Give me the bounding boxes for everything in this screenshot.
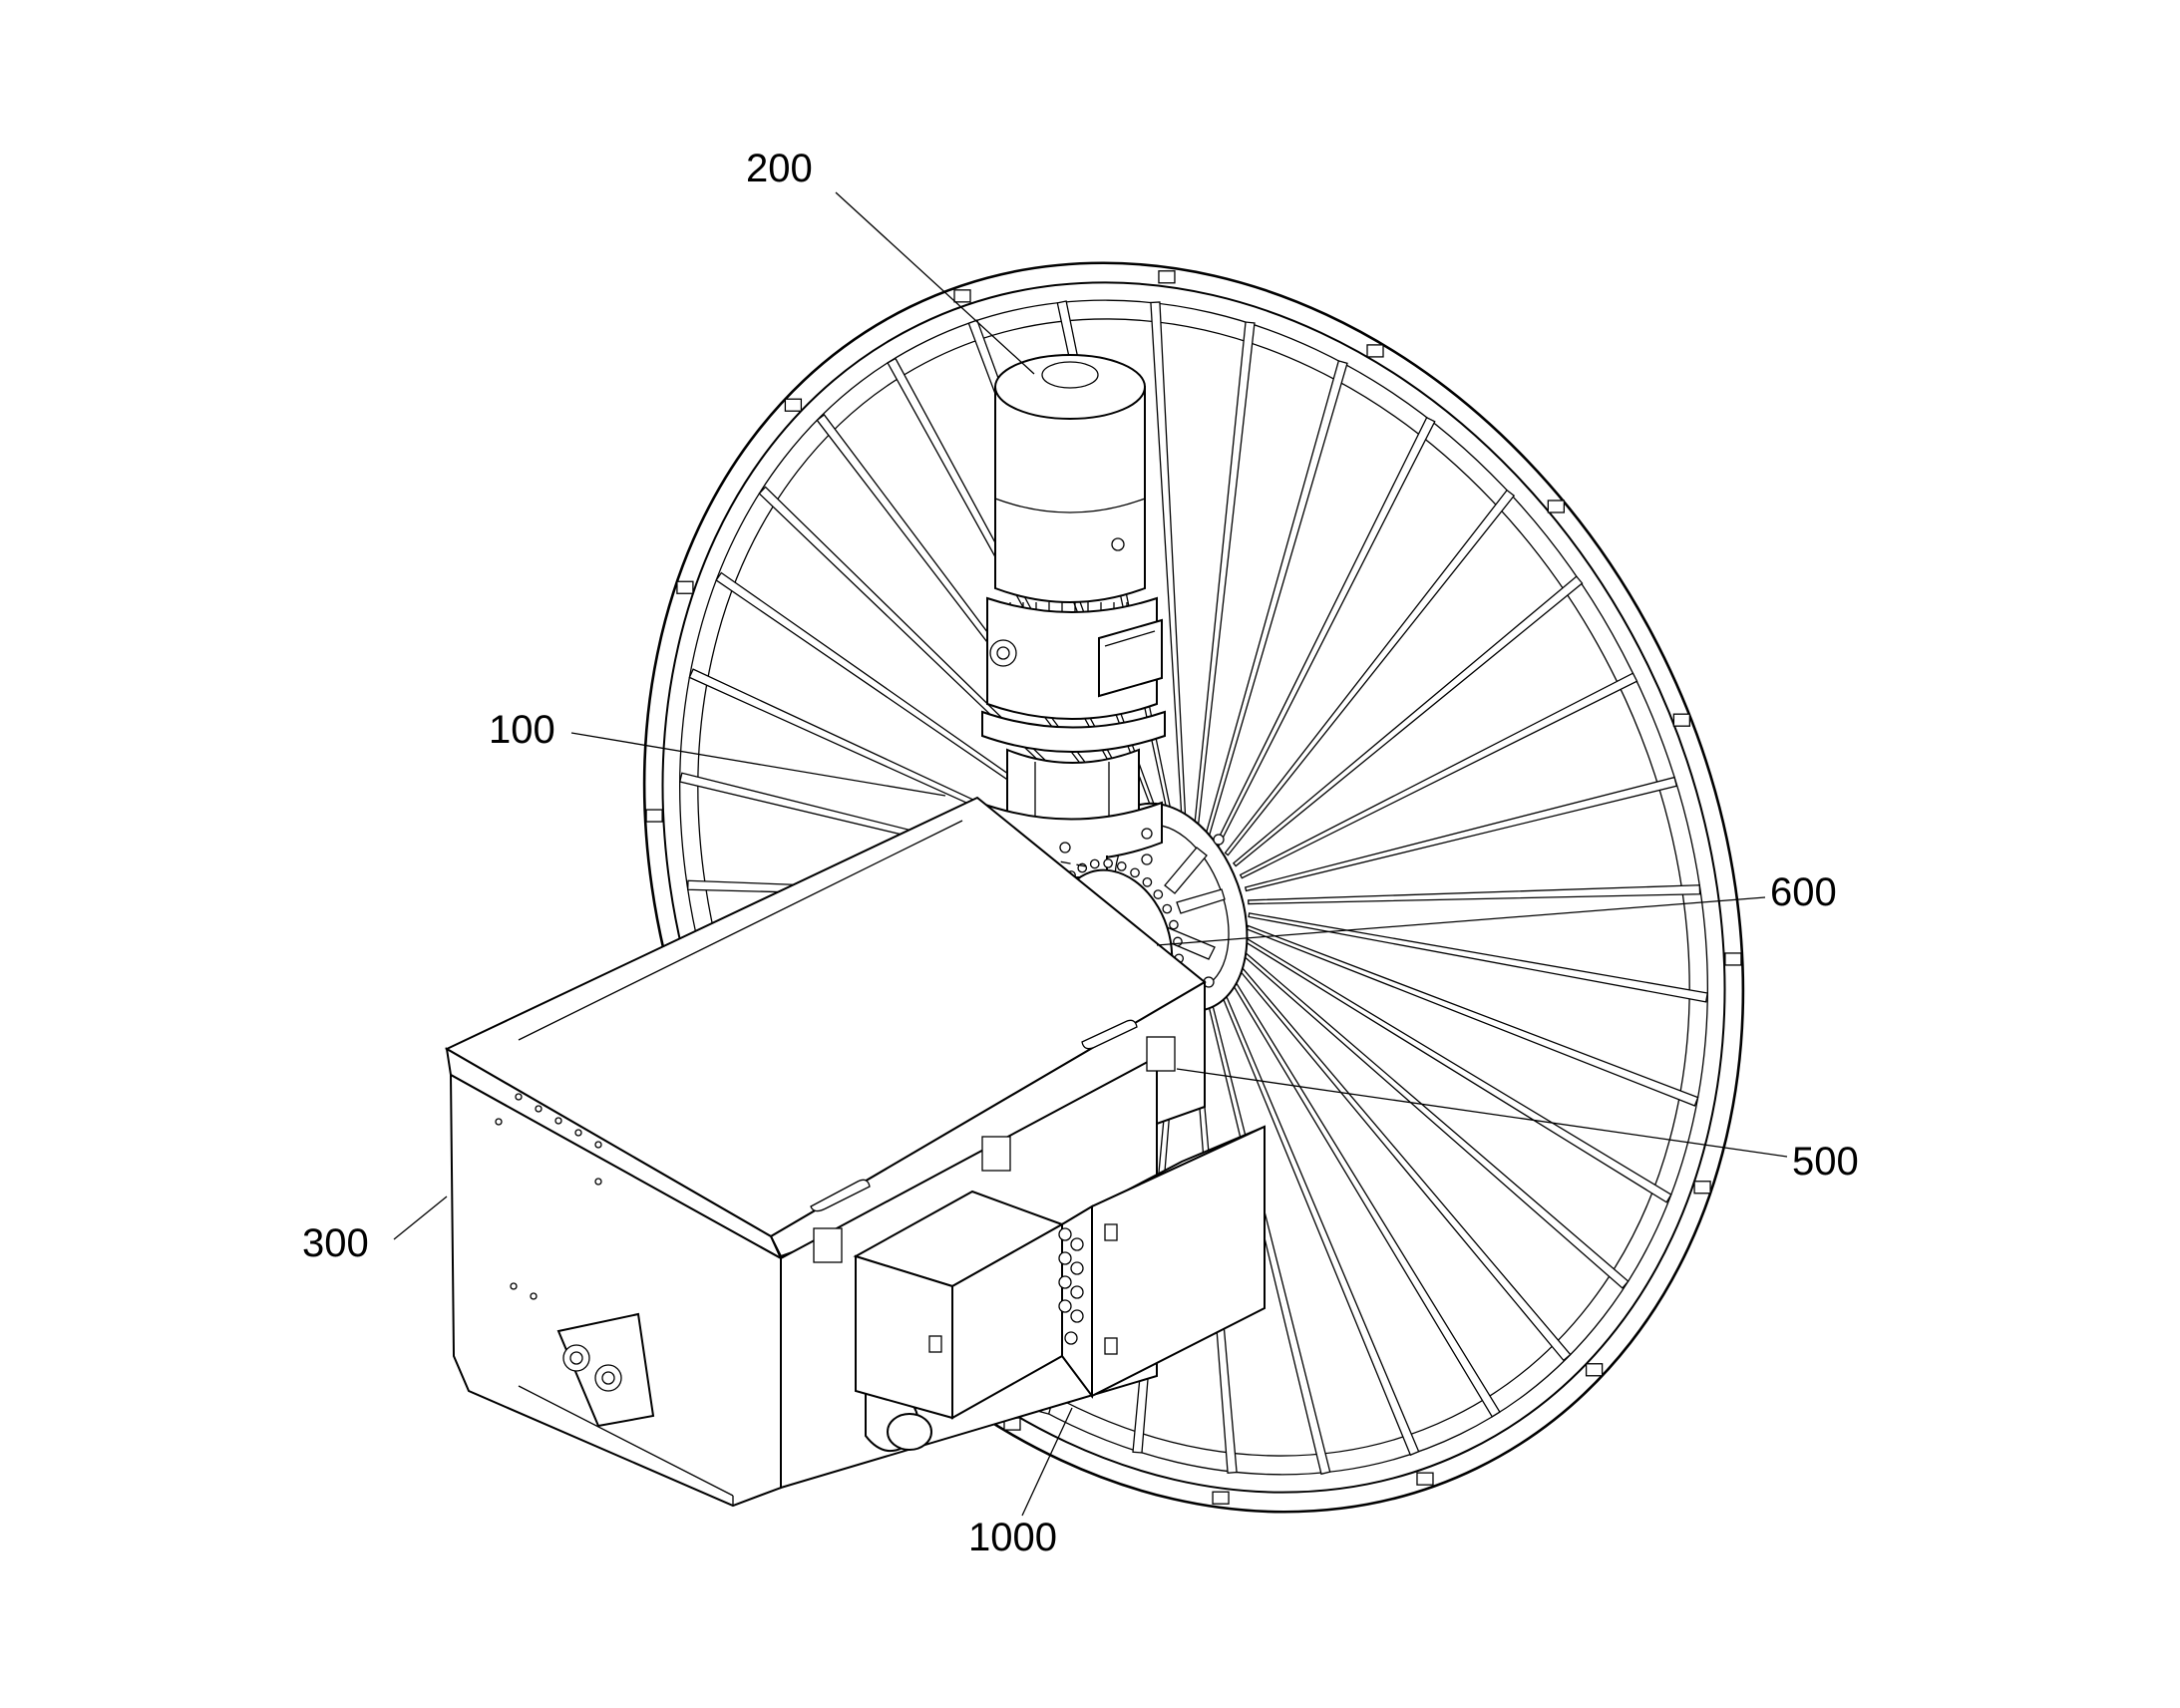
sprocket-tooth	[1162, 903, 1173, 914]
rim-clip	[1672, 713, 1691, 727]
rim-clip	[1547, 500, 1566, 513]
rim-clip	[1212, 1491, 1230, 1505]
motor-unit	[978, 354, 1166, 878]
wheel-spoke	[1224, 489, 1516, 856]
sprocket-tooth	[1130, 867, 1140, 878]
sprocket-tooth	[1103, 858, 1113, 868]
wheel-spoke	[1244, 776, 1678, 892]
wheel-spoke	[1239, 672, 1638, 879]
rim-clip	[784, 398, 803, 412]
ref-label-100: 100	[489, 708, 555, 752]
wheel-spoke	[1204, 360, 1348, 840]
sprocket-tooth	[1173, 936, 1183, 947]
rim-clip	[645, 809, 663, 823]
terminal-connectors	[1058, 1227, 1084, 1345]
ref-label-500: 500	[1792, 1140, 1859, 1184]
control-box	[853, 1125, 1266, 1420]
rim-clip	[1693, 1181, 1711, 1195]
rim-clip	[1724, 952, 1742, 966]
leader-lines	[393, 191, 1788, 1517]
wheel-spoke	[1248, 884, 1701, 905]
ref-label-1000: 1000	[968, 1516, 1057, 1559]
rim-clip	[1158, 270, 1176, 284]
rim-clip	[676, 580, 694, 594]
housing-box	[444, 796, 1207, 1508]
rim-clip	[1366, 344, 1384, 358]
wheel-spoke	[1232, 575, 1584, 867]
sprocket-tooth	[1089, 858, 1100, 869]
rim-clip	[953, 289, 971, 303]
wheel-spoke	[1193, 321, 1256, 835]
reference-labels: 200 100 600 500 300 1000	[302, 147, 1859, 1559]
sprocket-tooth	[1153, 889, 1164, 899]
sprocket-tooth	[1142, 877, 1153, 887]
ref-label-300: 300	[302, 1221, 369, 1265]
ref-label-200: 200	[746, 147, 813, 190]
rim-clip	[1416, 1472, 1434, 1486]
ref-label-600: 600	[1770, 870, 1837, 914]
sprocket-tooth	[1116, 861, 1127, 871]
sprocket-tooth	[1169, 919, 1179, 930]
rim-clip	[1585, 1363, 1604, 1377]
wheel-spoke	[1248, 912, 1708, 1003]
